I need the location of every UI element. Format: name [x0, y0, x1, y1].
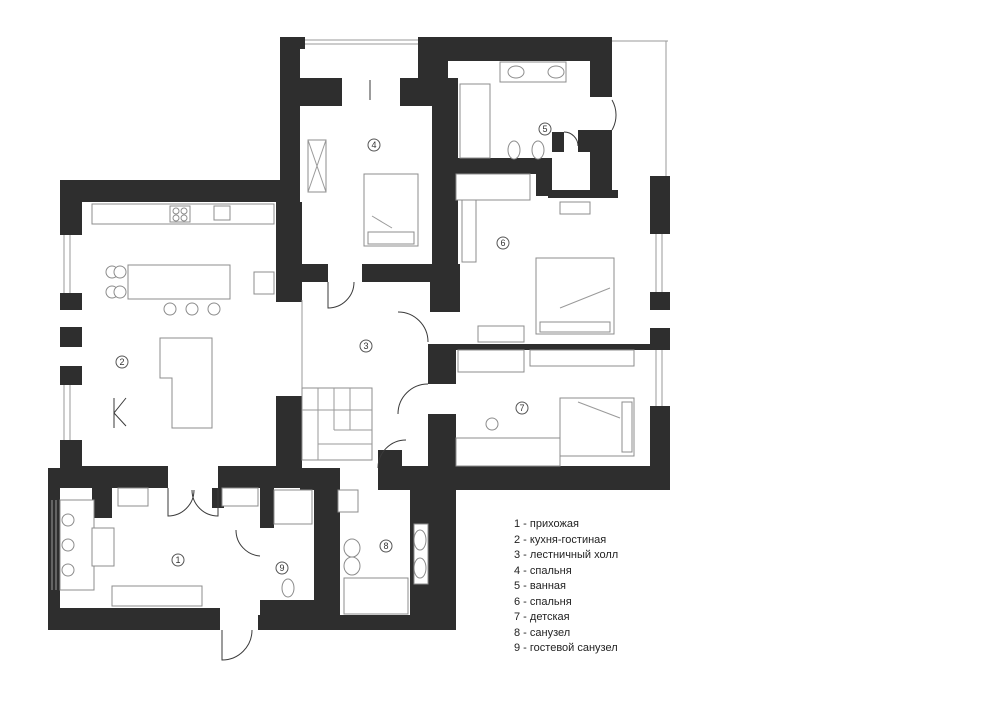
svg-text:9: 9 [279, 563, 284, 573]
room-marker-3: 3 [359, 339, 373, 353]
legend-item: 8 - санузел [514, 626, 571, 639]
svg-text:3: 3 [363, 341, 368, 351]
doors [167, 80, 617, 661]
svg-text:7: 7 [519, 403, 524, 413]
room-marker-8: 8 [379, 539, 393, 553]
legend-item: 4 - спальня [514, 564, 572, 577]
room-marker-1: 1 [171, 553, 185, 567]
room-marker-6: 6 [496, 236, 510, 250]
legend-item: 1 - прихожая [514, 518, 579, 530]
windows [51, 39, 668, 590]
svg-text:8: 8 [383, 541, 388, 551]
room-marker-4: 4 [367, 138, 381, 152]
room-marker-7: 7 [515, 401, 529, 415]
legend-item: 7 - детская [514, 611, 570, 623]
room-marker-2: 2 [115, 355, 129, 369]
furniture [59, 61, 635, 615]
svg-text:4: 4 [371, 140, 376, 150]
svg-text:2: 2 [119, 357, 124, 367]
legend: 1 - прихожая 2 - кухня-гостиная 3 - лест… [514, 517, 618, 657]
legend-item: 9 - гостевой санузел [514, 642, 618, 654]
room-markers: 1 2 3 4 5 6 7 8 9 [115, 122, 552, 575]
svg-text:1: 1 [175, 555, 180, 565]
room-marker-9: 9 [275, 561, 289, 575]
room-marker-5: 5 [538, 122, 552, 136]
legend-item: 3 - лестничный холл [514, 549, 619, 561]
legend-item: 2 - кухня-гостиная [514, 533, 607, 546]
legend-item: 6 - спальня [514, 595, 572, 608]
svg-text:5: 5 [542, 124, 547, 134]
legend-item: 5 - ванная [514, 580, 566, 592]
svg-text:6: 6 [500, 238, 505, 248]
